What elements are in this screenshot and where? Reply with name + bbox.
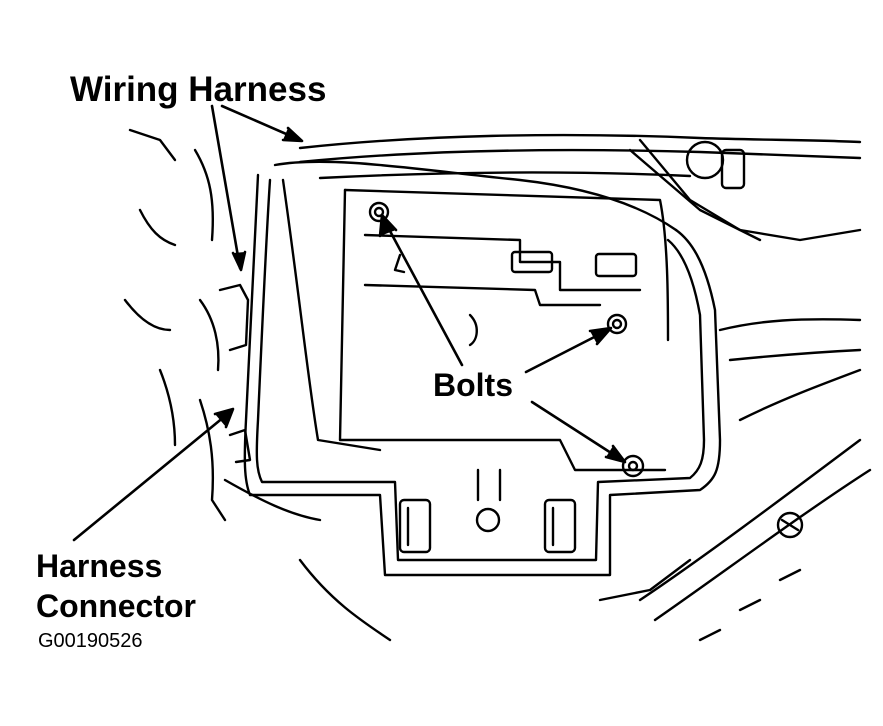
harness-connector-label-line2: Connector	[36, 588, 196, 624]
cowl-outline	[298, 133, 862, 242]
arrows	[72, 104, 627, 542]
harness-connector-label-line1: Harness	[36, 548, 163, 584]
harness-connector-label: Harness Connector	[36, 546, 196, 626]
right-engine-outline	[598, 318, 872, 642]
bolt-mid-right	[606, 313, 628, 335]
bolt-bottom-right	[621, 454, 645, 478]
battery-tray	[243, 160, 722, 577]
bolts-label: Bolts	[433, 367, 513, 403]
bolt-top-left	[368, 201, 390, 223]
left-engine-outline	[123, 128, 392, 642]
wiring-harness-label: Wiring Harness	[70, 70, 327, 109]
figure-id: G00190526	[38, 630, 143, 652]
